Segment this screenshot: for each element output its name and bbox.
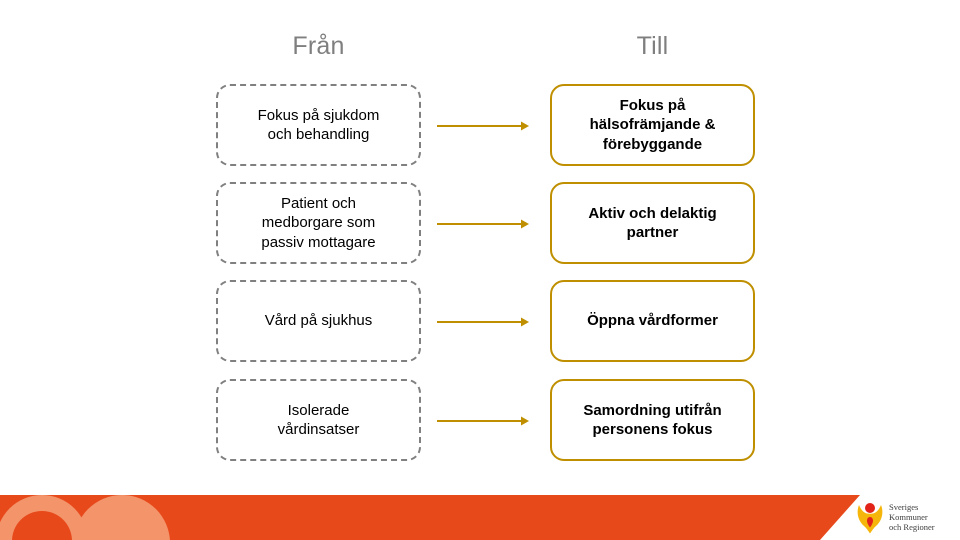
to-box-label: Öppna vårdformer (587, 312, 718, 330)
from-box: Vård på sjukhus (216, 280, 421, 362)
transition-row: Fokus på sjukdom och behandling Fokus på… (0, 84, 960, 166)
column-header-to: Till (636, 32, 669, 60)
to-box-label: Fokus på hälsofrämjande & förebyggande (589, 97, 716, 153)
transition-row: Isolerade vårdinsatser Samordning utifrå… (0, 379, 960, 461)
to-box: Aktiv och delaktig partner (550, 182, 755, 264)
from-box-label: Isolerade vårdinsatser (277, 401, 360, 438)
transition-row: Patient och medborgare som passiv mottag… (0, 182, 960, 264)
transition-arrow-icon (437, 416, 529, 426)
from-box: Isolerade vårdinsatser (216, 379, 421, 461)
to-box: Fokus på hälsofrämjande & förebyggande (550, 84, 755, 166)
footer-banner (0, 495, 960, 540)
footer-banner-shape (0, 495, 860, 540)
to-box: Öppna vårdformer (550, 280, 755, 362)
to-box: Samordning utifrån personens fokus (550, 379, 755, 461)
skr-logo: Sveriges Kommuner och Regioner (855, 497, 955, 537)
from-box: Patient och medborgare som passiv mottag… (216, 182, 421, 264)
to-box-label: Samordning utifrån personens fokus (583, 401, 722, 438)
skr-figure-icon (857, 503, 883, 534)
from-box-label: Fokus på sjukdom och behandling (257, 106, 380, 143)
transition-arrow-icon (437, 317, 529, 327)
column-header-from: Från (292, 32, 345, 60)
transition-row: Vård på sjukhus Öppna vårdformer (0, 280, 960, 362)
transition-arrow-icon (437, 121, 529, 131)
transition-arrow-icon (437, 219, 529, 229)
skr-logo-text: Sveriges Kommuner och Regioner (889, 501, 935, 532)
from-box-label: Patient och medborgare som passiv mottag… (261, 195, 376, 251)
to-box-label: Aktiv och delaktig partner (588, 204, 717, 241)
from-box: Fokus på sjukdom och behandling (216, 84, 421, 166)
from-box-label: Vård på sjukhus (264, 312, 373, 330)
